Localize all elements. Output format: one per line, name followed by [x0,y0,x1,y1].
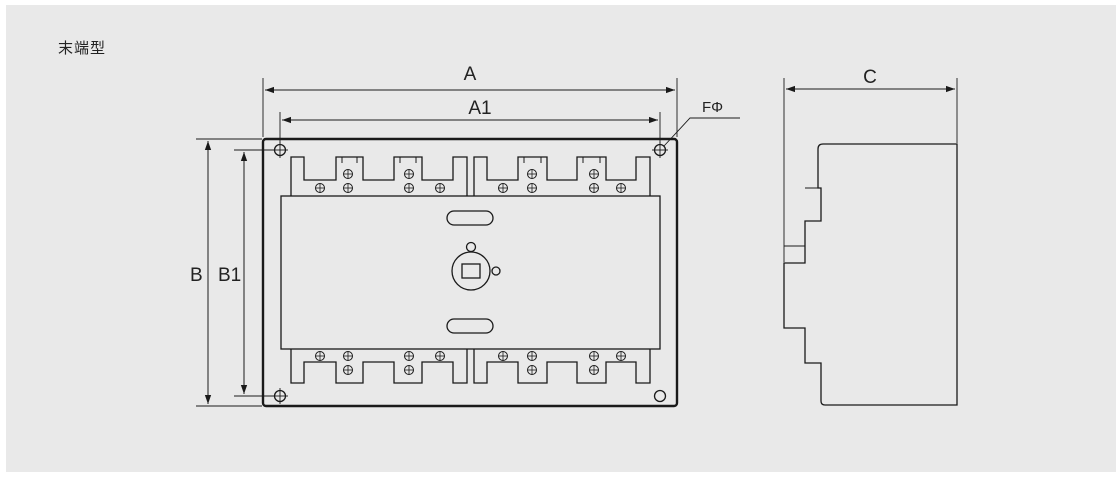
rotary-handle [451,241,501,291]
label-A: A [464,64,477,85]
drawing-title: 末端型 [58,39,107,57]
label-B: B [190,265,203,286]
side-view-profile [783,143,958,406]
mount-hole-top-left [272,142,288,158]
mount-hole-bottom-right [653,389,667,403]
label-A1: A1 [468,98,491,119]
label-C: C [863,67,877,88]
bottom-terminal-right [473,349,651,384]
label-B1: B1 [218,265,241,286]
top-terminal-right [473,156,651,196]
top-terminal-left [290,156,468,196]
bottom-terminal-left [290,349,468,384]
mount-hole-top-right [652,142,668,158]
label-F: FΦ [702,99,723,116]
drawing-panel [6,5,1116,472]
terminal-screws [315,169,626,375]
front-outer-plate [261,137,679,408]
front-main-body [280,195,661,350]
mount-hole-bottom-left [272,388,288,404]
lower-slot [446,318,494,334]
leader-F [663,117,740,147]
upper-slot [446,210,494,226]
